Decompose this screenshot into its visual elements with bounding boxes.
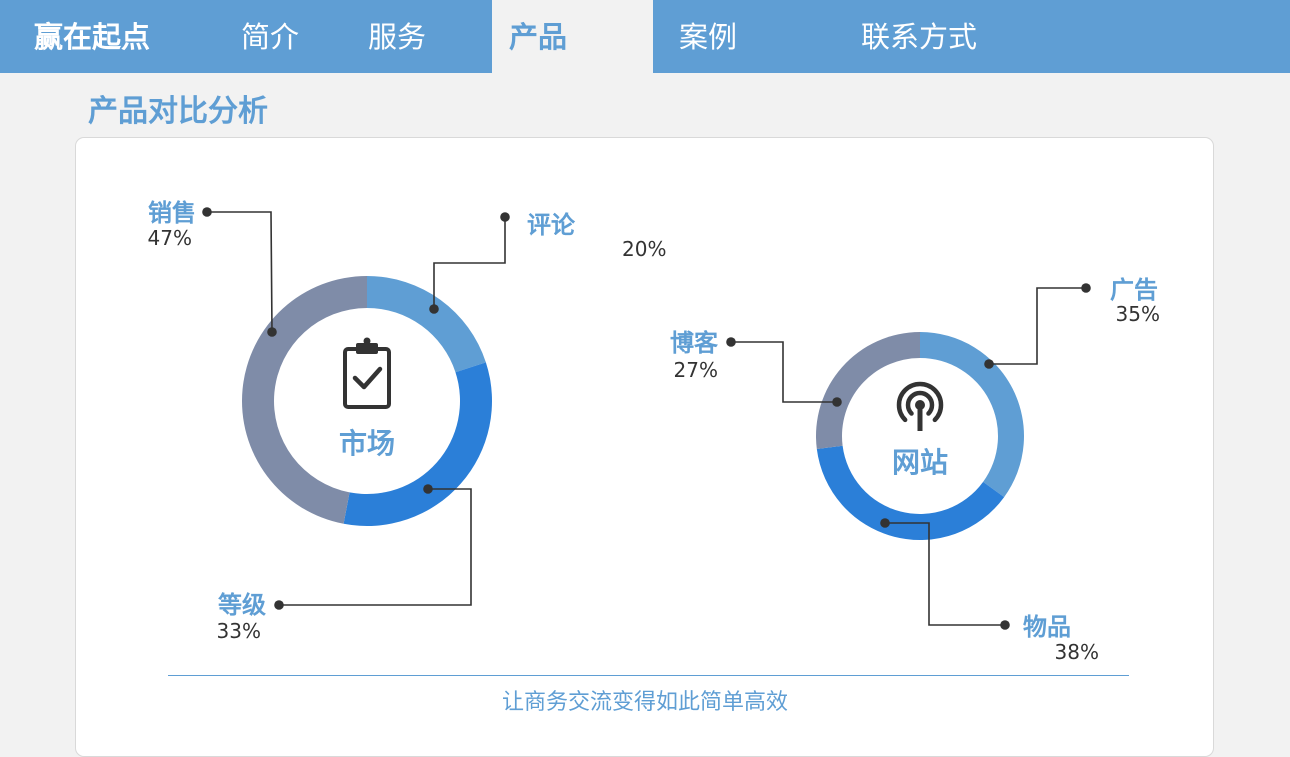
slice-label: 博客 [670, 329, 719, 357]
donut-center-label: 市场 [339, 427, 395, 460]
leader-dot [726, 337, 736, 347]
leader-line [279, 488, 472, 606]
donut-slice [242, 276, 367, 524]
donut-slice [920, 332, 1025, 498]
top-nav: 赢在起点 简介 服务 产品 案例 联系方式 [0, 0, 1290, 73]
donut-slice [816, 332, 920, 450]
leader-line [989, 287, 1086, 365]
leader-dot [984, 359, 994, 369]
leader-dot [267, 327, 277, 337]
slice-value: 47% [148, 226, 192, 250]
slice-value: 38% [1055, 640, 1099, 664]
page-title: 产品对比分析 [88, 94, 268, 129]
leader-dot [1081, 283, 1091, 293]
leader-dot [274, 600, 284, 610]
donut-slice [343, 362, 492, 526]
slice-label: 物品 [1023, 613, 1071, 641]
nav-item-cases[interactable]: 案例 [679, 20, 738, 54]
leader-dot [429, 304, 439, 314]
slice-value: 35% [1116, 302, 1160, 326]
leader-line [207, 211, 273, 333]
leader-dot [832, 397, 842, 407]
nav-item-intro[interactable]: 简介 [241, 20, 300, 54]
nav-item-services[interactable]: 服务 [368, 20, 427, 54]
leader-dot [1000, 620, 1010, 630]
slice-label: 广告 [1110, 276, 1158, 304]
leader-line [731, 341, 837, 403]
slice-label: 销售 [148, 199, 196, 227]
slice-label: 等级 [218, 591, 266, 619]
nav-item-contact[interactable]: 联系方式 [861, 20, 978, 54]
leader-line [433, 217, 506, 309]
slice-value: 20% [622, 237, 666, 261]
nav-brand[interactable]: 赢在起点 [34, 20, 151, 54]
leader-dot [423, 484, 433, 494]
footer-divider [168, 675, 1129, 676]
donut-slice [367, 276, 486, 373]
footer-slogan: 让商务交流变得如此简单高效 [501, 690, 788, 715]
broadcast-antenna-icon [896, 381, 944, 431]
slice-value: 27% [674, 358, 718, 382]
donut-center-label: 网站 [892, 446, 948, 479]
nav-item-products[interactable]: 产品 [492, 0, 653, 73]
leader-dot [202, 207, 212, 217]
leader-dot [500, 212, 510, 222]
leader-line [885, 522, 1005, 626]
slice-value: 33% [217, 619, 261, 643]
clipboard-check-icon [343, 337, 391, 409]
slice-label: 评论 [527, 211, 576, 239]
donut-slice [816, 445, 1005, 541]
leader-dot [880, 518, 890, 528]
